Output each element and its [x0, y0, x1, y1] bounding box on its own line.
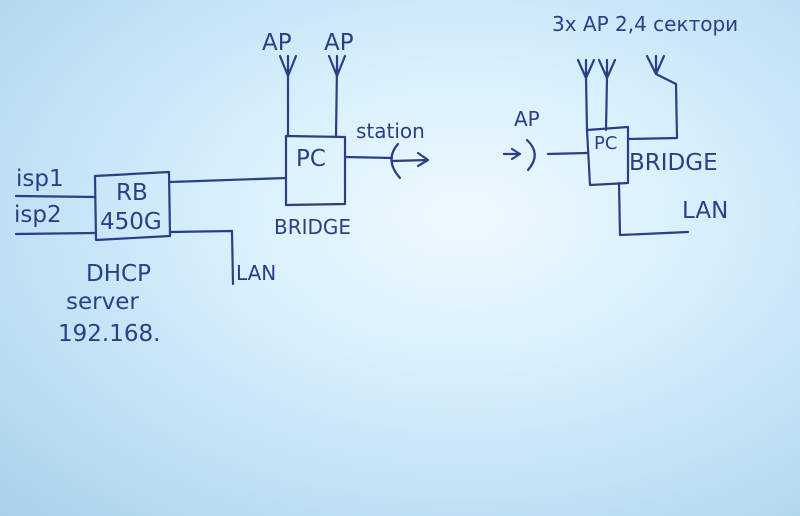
router-label-line2: 450G [100, 209, 162, 235]
sector1-mast [584, 76, 589, 132]
router-lan-line [168, 229, 235, 286]
lan-label-left: LAN [236, 261, 276, 285]
dhcp-label-line3: 192.168. [58, 321, 160, 347]
ap-label-right: AP [514, 107, 540, 131]
lan-line-right [617, 181, 690, 237]
bridge-label-right: BRIDGE [629, 150, 718, 176]
sector-header: 3x AP 2,4 сектори [552, 12, 738, 36]
right-diagram: 3x AP 2,4 сектори PC AP BRIDGE LAN [502, 12, 738, 237]
ap2-label: AP [324, 30, 354, 56]
antenna-icon [278, 54, 298, 78]
sector3-mast [626, 72, 679, 141]
station-arrow-icon [390, 151, 430, 168]
router-box [93, 170, 172, 242]
antenna-icon [327, 54, 347, 78]
isp1-line [14, 194, 97, 199]
lan-label-right: LAN [682, 198, 728, 224]
dhcp-label-line1: DHCP [86, 261, 151, 287]
isp2-label: isp2 [14, 202, 62, 228]
arrow-icon [502, 147, 522, 161]
ap2-mast [334, 64, 339, 139]
sector2-mast [604, 76, 609, 132]
dhcp-label-line2: server [66, 289, 139, 315]
antenna-icon [597, 58, 617, 80]
station-line [343, 155, 394, 160]
ap1-label: AP [262, 30, 292, 56]
dish-icon [525, 138, 536, 172]
router-label-line1: RB [116, 180, 148, 206]
pc-box-right [585, 125, 630, 187]
pc-label-right: PC [594, 133, 617, 154]
pc-label-left: PC [296, 146, 326, 172]
isp2-line [14, 231, 96, 236]
station-label: station [356, 119, 425, 143]
ap-link-line [546, 151, 589, 156]
bridge-label-left: BRIDGE [274, 215, 351, 239]
antenna-icon [645, 54, 666, 76]
router-pc-line [168, 176, 288, 184]
pc-box-left [284, 134, 347, 207]
isp1-label: isp1 [16, 166, 64, 192]
left-diagram: isp1 isp2 RB 450G DHCP server 192.168. L… [14, 30, 430, 347]
antenna-icon [576, 58, 596, 80]
